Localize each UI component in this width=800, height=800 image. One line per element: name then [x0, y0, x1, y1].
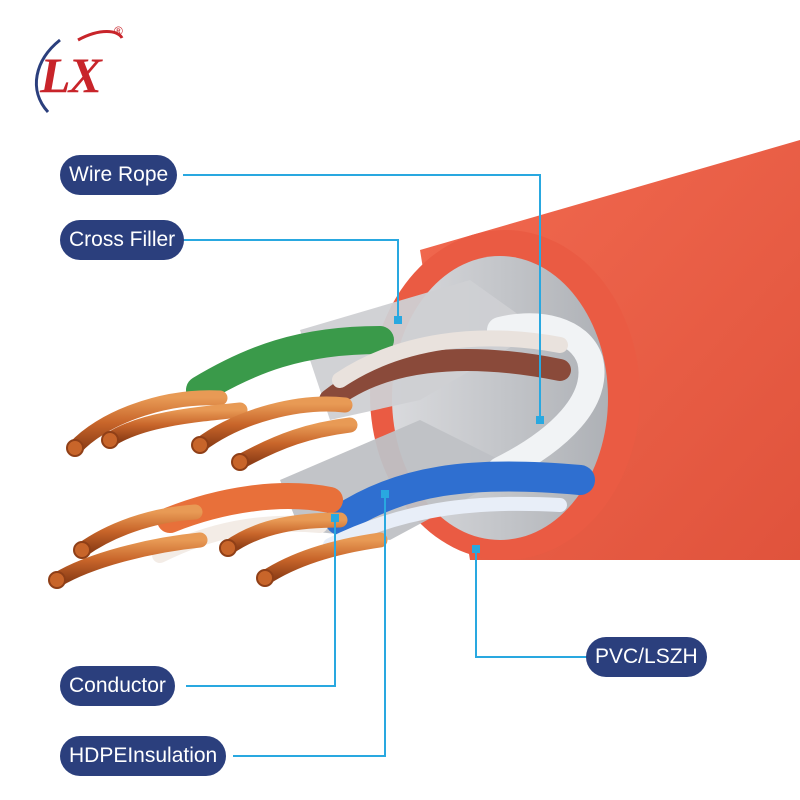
wire-rope [487, 313, 605, 483]
leader-dots [331, 316, 544, 553]
pair-green [186, 326, 394, 404]
leader-conductor [186, 518, 336, 687]
label-cross-filler: Cross Filler [60, 220, 185, 260]
pair-brown [319, 349, 571, 411]
brand-logo: LX ® [18, 18, 138, 118]
conductor-1 [67, 390, 228, 456]
label-wire-rope: Wire Rope [60, 155, 178, 195]
conductor-ends [48, 431, 274, 589]
pair-blue-white [323, 496, 567, 552]
conductor-8 [257, 532, 388, 586]
registered-mark: ® [114, 24, 123, 38]
leader-cross-filler [183, 239, 399, 320]
leader-jacket [475, 549, 588, 658]
label-conductor: Conductor [60, 666, 175, 706]
leader-hdpe [233, 494, 386, 757]
label-hdpe-insulation: HDPEInsulation [60, 736, 227, 776]
logo-mark [34, 30, 124, 114]
conductors [49, 390, 388, 588]
conductor-7 [220, 512, 348, 556]
conductor-5 [74, 504, 203, 558]
pair-blue [325, 461, 595, 535]
conductor-4 [232, 417, 358, 470]
conductor-2 [102, 402, 248, 448]
pair-brown-white [332, 330, 568, 388]
label-pvc-lszh: PVC/LSZH [586, 637, 707, 677]
conductor-6 [49, 532, 208, 588]
leader-lines [183, 174, 588, 757]
leader-wire-rope [183, 174, 541, 420]
conductor-3 [192, 396, 353, 453]
logo-text: LX [40, 47, 102, 103]
